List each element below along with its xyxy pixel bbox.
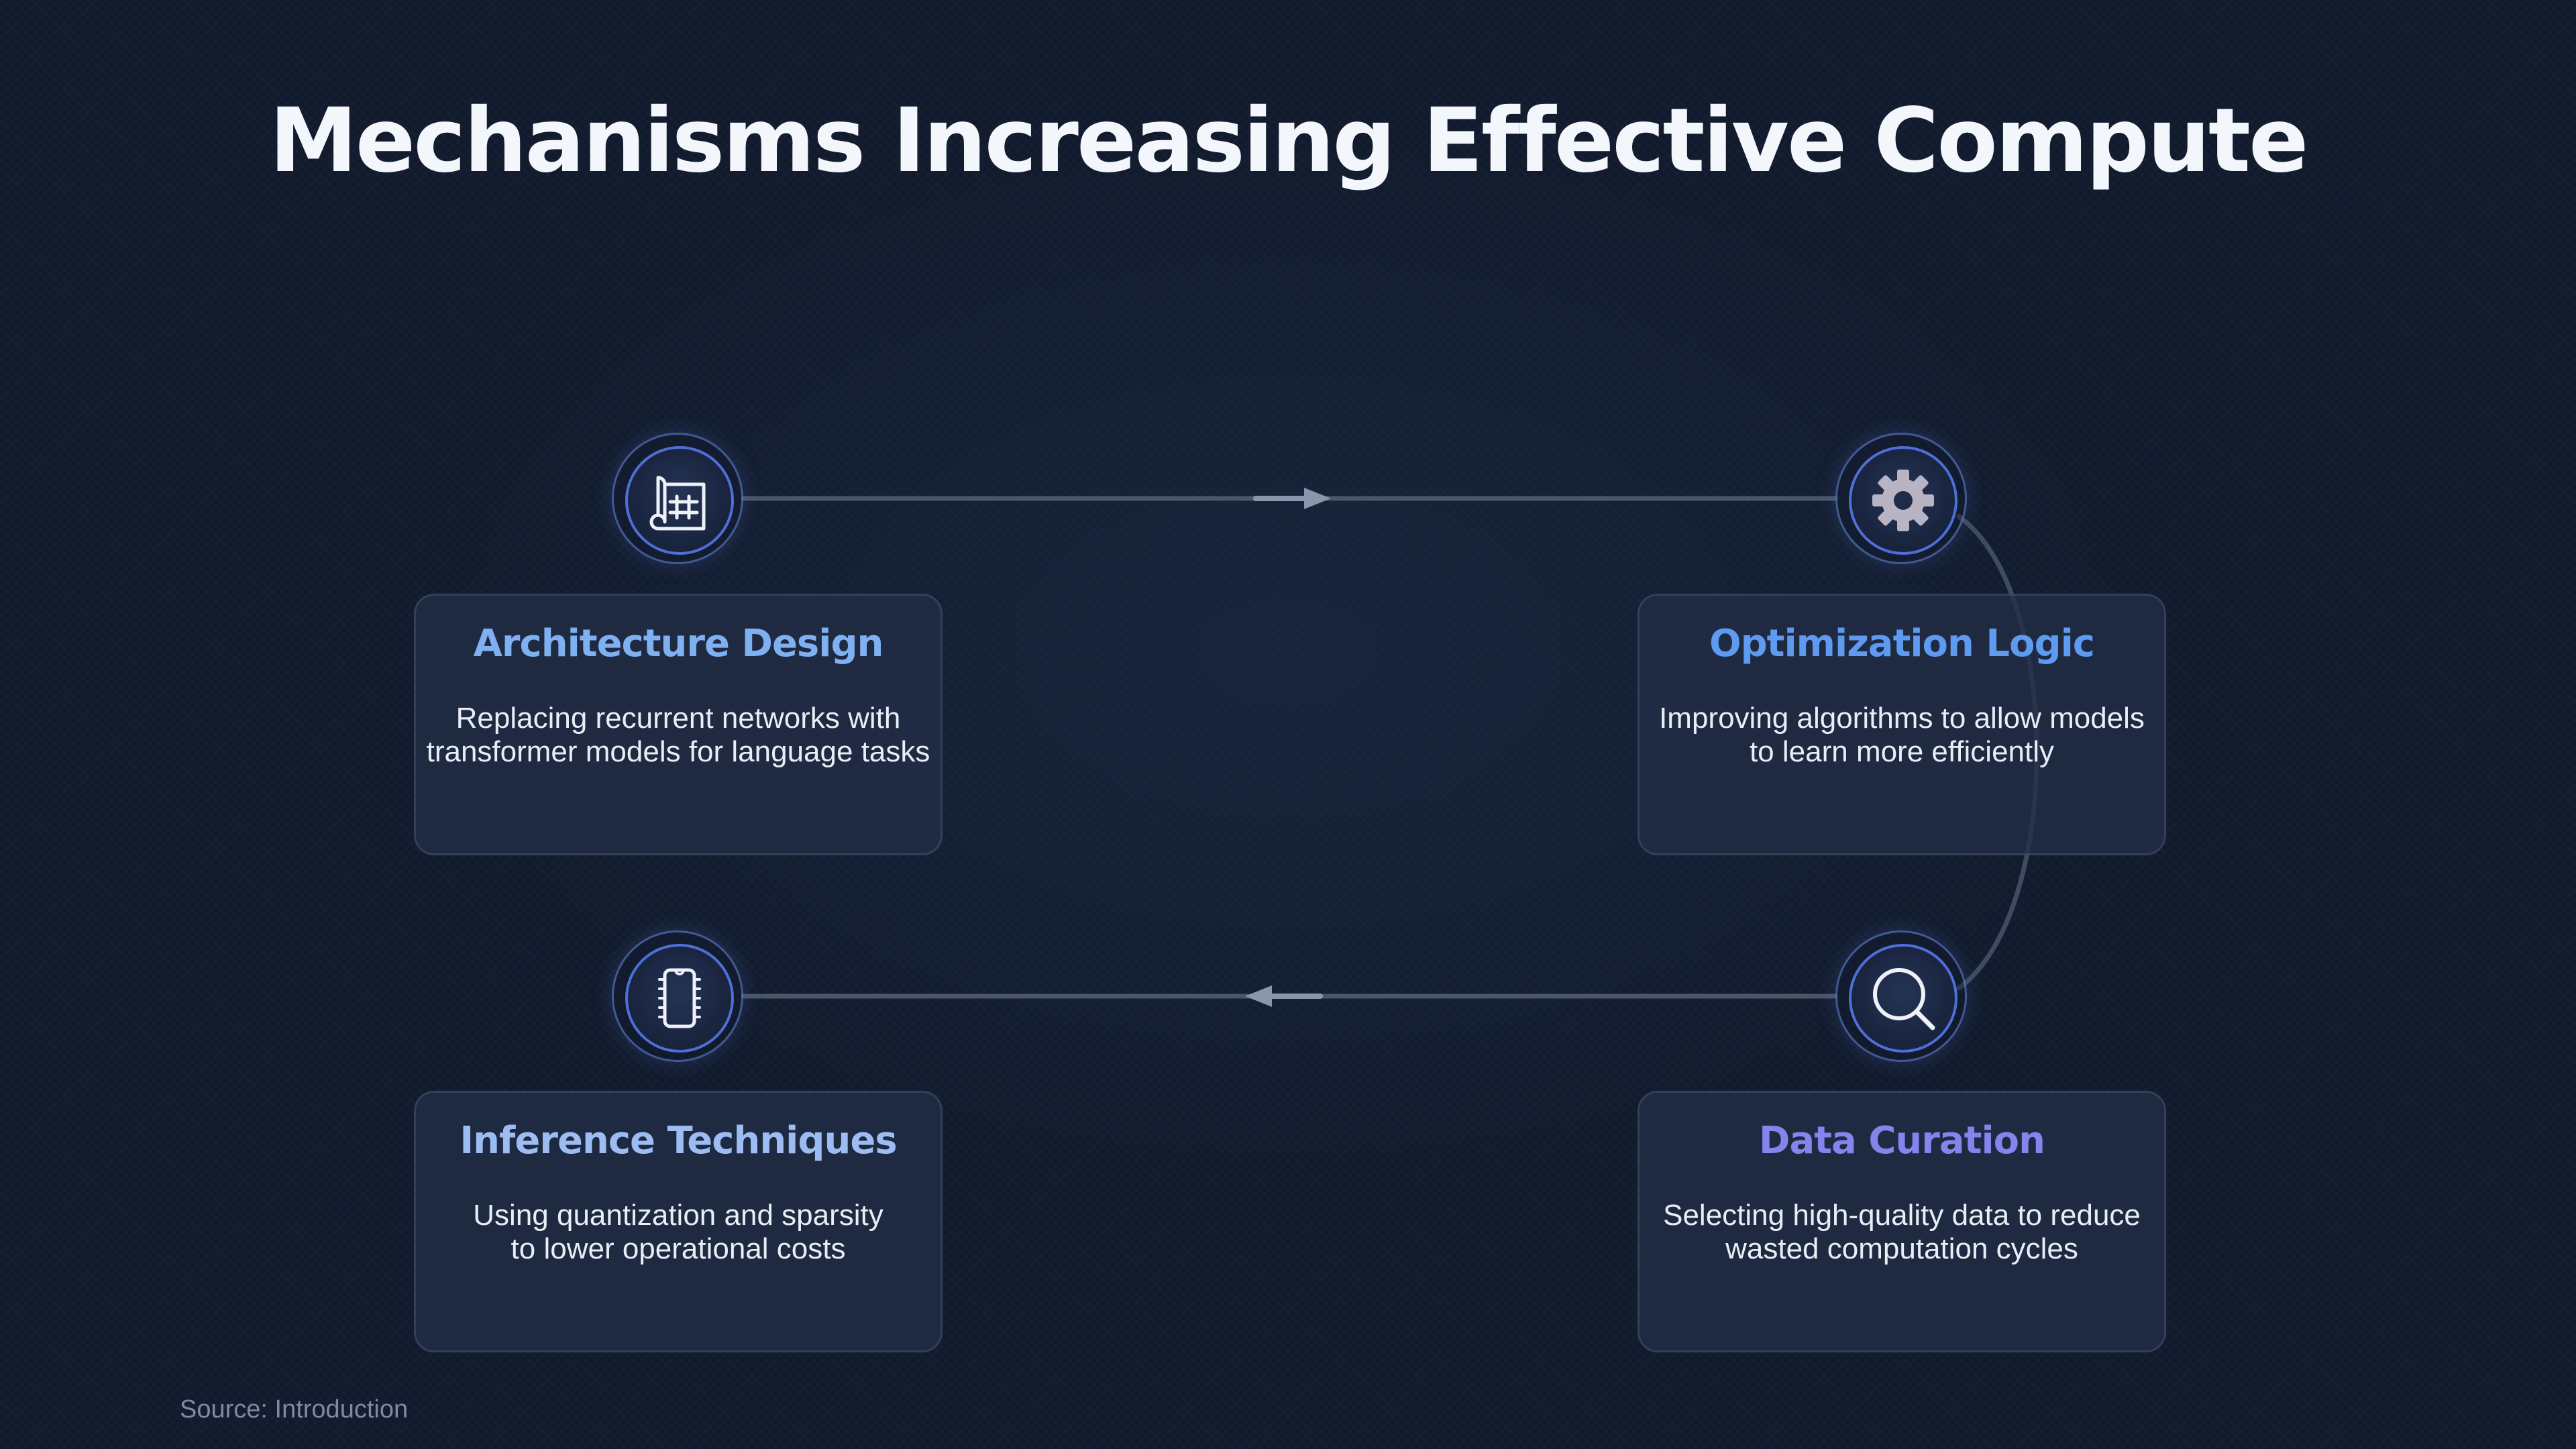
chip-icon [658,968,701,1028]
node-inference-techniques [612,930,743,1062]
card-description-line: to learn more efficiently [1749,735,2055,768]
card-optimization-logic: Optimization Logic Improving algorithms … [1638,594,2166,855]
node-data-curation [1835,930,1967,1062]
gear-icon [1872,470,1934,531]
card-description: Selecting high-quality data to reduce wa… [1646,1199,2157,1266]
magnifier-icon [1873,968,1935,1030]
card-description-line: to lower operational costs [511,1232,846,1265]
card-description: Using quantization and sparsity to lower… [423,1199,934,1266]
page-title: Mechanisms Increasing Effective Compute [269,89,2308,193]
card-title: Optimization Logic [1709,622,2095,665]
card-data-curation: Data Curation Selecting high-quality dat… [1638,1091,2166,1352]
card-description-line: Selecting high-quality data to reduce [1663,1199,2141,1232]
card-inference-techniques: Inference Techniques Using quantization … [414,1091,943,1352]
arrow-left-icon [1245,985,1323,1007]
node-architecture-design [612,433,743,564]
card-architecture-design: Architecture Design Replacing recurrent … [414,594,943,855]
node-optimization-logic [1835,433,1967,564]
card-description: Improving algorithms to allow models to … [1646,702,2157,769]
card-title: Data Curation [1758,1119,2045,1163]
card-description-line: Replacing recurrent networks with [455,702,901,735]
source-note: Source: Introduction [180,1395,409,1424]
arrow-right-icon [1253,488,1331,509]
card-description-line: Using quantization and sparsity [473,1199,883,1232]
card-title: Inference Techniques [460,1119,897,1163]
card-description: Replacing recurrent networks with transf… [423,702,934,769]
blueprint-icon [649,476,706,531]
card-title: Architecture Design [473,622,884,665]
card-description-line: wasted computation cycles [1725,1232,2078,1265]
card-description-line: Improving algorithms to allow models [1659,702,2145,735]
card-description-line: transformer models for language tasks [426,735,930,768]
